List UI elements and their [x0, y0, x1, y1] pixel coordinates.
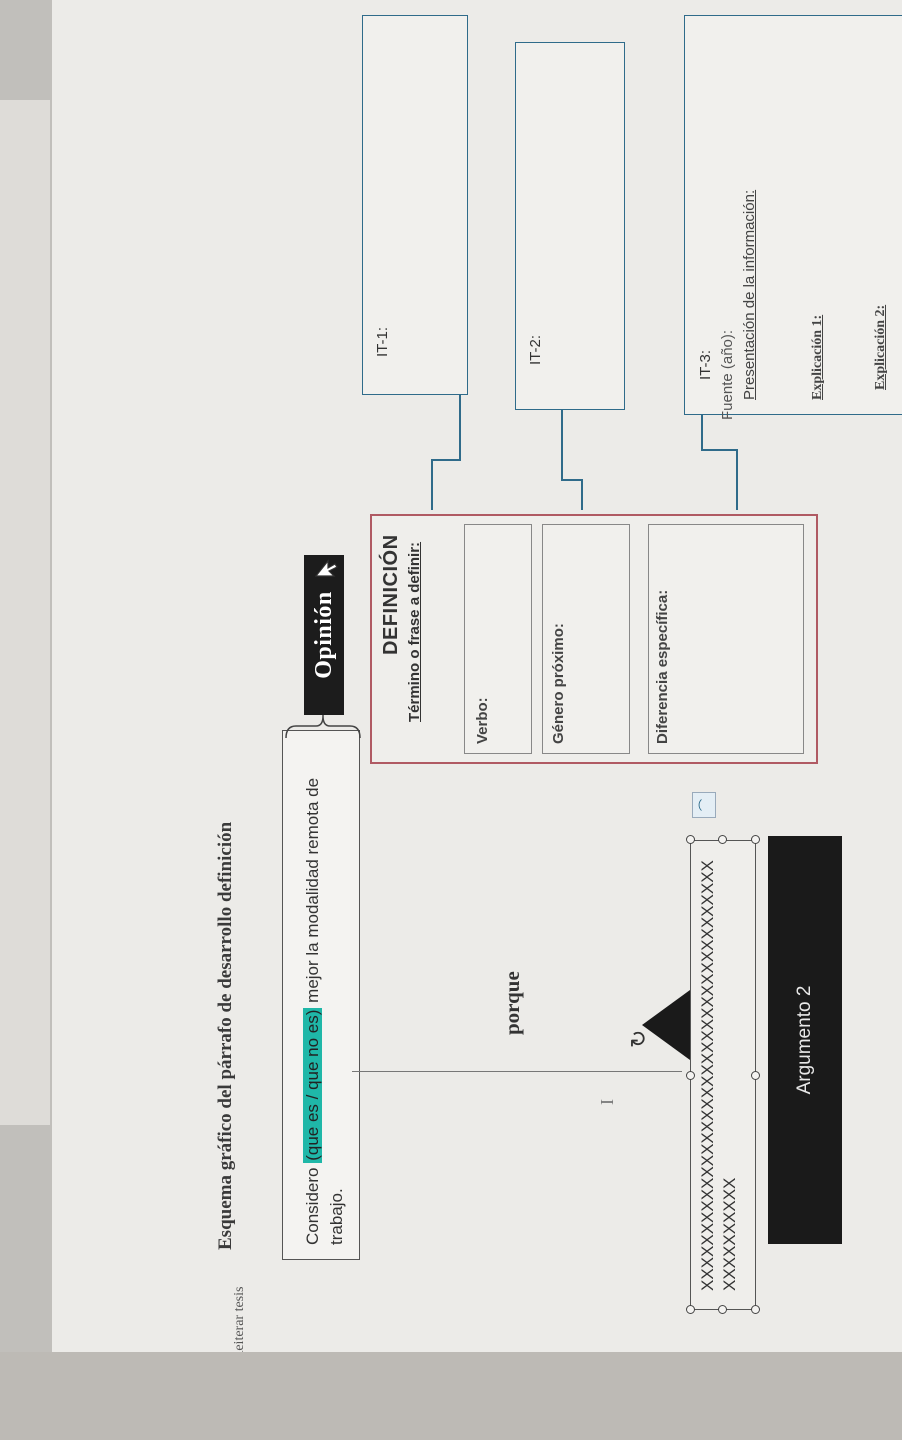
- it-3-presentacion: Presentación de la información:: [741, 189, 758, 400]
- it-1-label: IT-1:: [374, 326, 391, 357]
- it-3-explicacion-2: Explicación 2:: [873, 304, 888, 390]
- it-3-box[interactable]: [684, 15, 902, 415]
- connector-lines: [431, 385, 738, 510]
- it-3-label: IT-3:: [697, 349, 714, 380]
- it-2-label: IT-2:: [527, 334, 544, 365]
- side-panel: [0, 100, 50, 1125]
- reiterar-tesis-label: Reiterar tesis: [232, 1286, 247, 1360]
- it-3-fuente: Fuente (año):: [719, 329, 736, 420]
- rotated-content: Esquema gráfico del párrafo de desarroll…: [52, 0, 902, 1440]
- it-3-explicacion-1: Explicación 1:: [810, 314, 825, 400]
- document-page: Esquema gráfico del párrafo de desarroll…: [52, 0, 902, 1360]
- background-bottom: [0, 1352, 902, 1440]
- cursor-icon: [314, 559, 338, 577]
- argument-arrow-shape: [642, 990, 690, 1060]
